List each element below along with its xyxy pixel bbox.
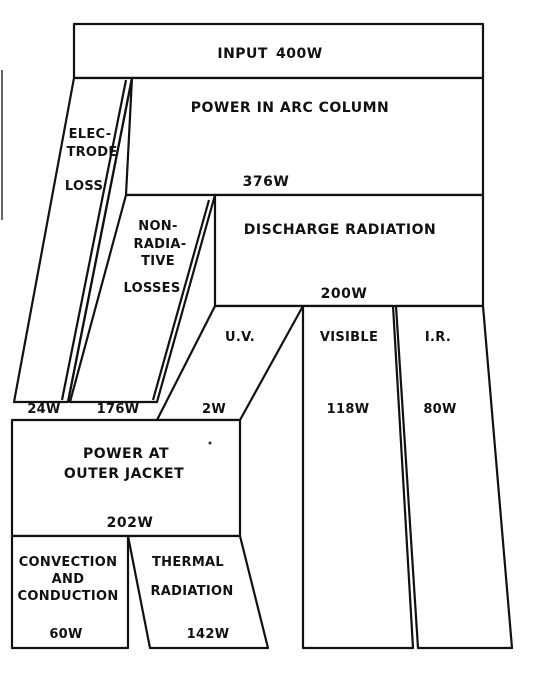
electrode-inner-line xyxy=(60,79,128,401)
convection-value: 60W xyxy=(49,627,82,642)
uv-value: 2W xyxy=(202,402,226,417)
ir-label: I.R. xyxy=(425,330,451,345)
thermal-radiation-band xyxy=(126,534,270,650)
outer-jacket-line2: OUTER JACKET xyxy=(64,466,184,482)
non-radiative-inner-line xyxy=(151,199,211,401)
visible-label: VISIBLE xyxy=(320,330,378,345)
discharge-radiation-value: 200W xyxy=(321,286,368,302)
convection-box xyxy=(10,534,130,650)
discharge-radiation-label: DISCHARGE RADIATION xyxy=(244,222,437,238)
dot-mark xyxy=(208,441,212,445)
convection-line1: CONVECTION xyxy=(19,555,118,570)
ir-band xyxy=(394,304,514,650)
thermal-radiation-line2: RADIATION xyxy=(150,584,233,599)
non-radiative-line3: TIVE xyxy=(141,254,175,269)
electrode-loss-value: 24W xyxy=(27,402,60,417)
thermal-radiation-value: 142W xyxy=(187,627,230,642)
arc-column-box xyxy=(124,76,485,197)
uv-label: U.V. xyxy=(225,330,255,345)
thermal-radiation-line1: THERMAL xyxy=(152,555,224,570)
ir-value: 80W xyxy=(423,402,456,417)
non-radiative-value: 176W xyxy=(97,402,140,417)
non-radiative-band xyxy=(68,193,217,404)
electrode-loss-line3: LOSS xyxy=(65,179,103,194)
visible-value: 118W xyxy=(327,402,370,417)
arc-column-value: 376W xyxy=(243,174,290,190)
non-radiative-line2: RADIA- xyxy=(134,237,187,252)
arc-column-label: POWER IN ARC COLUMN xyxy=(191,100,390,116)
convection-line3: CONDUCTION xyxy=(18,589,119,604)
non-radiative-line4: LOSSES xyxy=(123,281,180,296)
non-radiative-line1: NON- xyxy=(138,219,177,234)
electrode-loss-edge xyxy=(66,77,134,403)
outer-jacket-line1: POWER AT xyxy=(83,446,169,462)
electrode-loss-line2: TRODE xyxy=(66,145,117,160)
outer-jacket-value: 202W xyxy=(107,515,154,531)
electrode-loss-line1: ELEC- xyxy=(69,127,112,142)
convection-line2: AND xyxy=(52,572,85,587)
visible-band xyxy=(301,304,415,650)
